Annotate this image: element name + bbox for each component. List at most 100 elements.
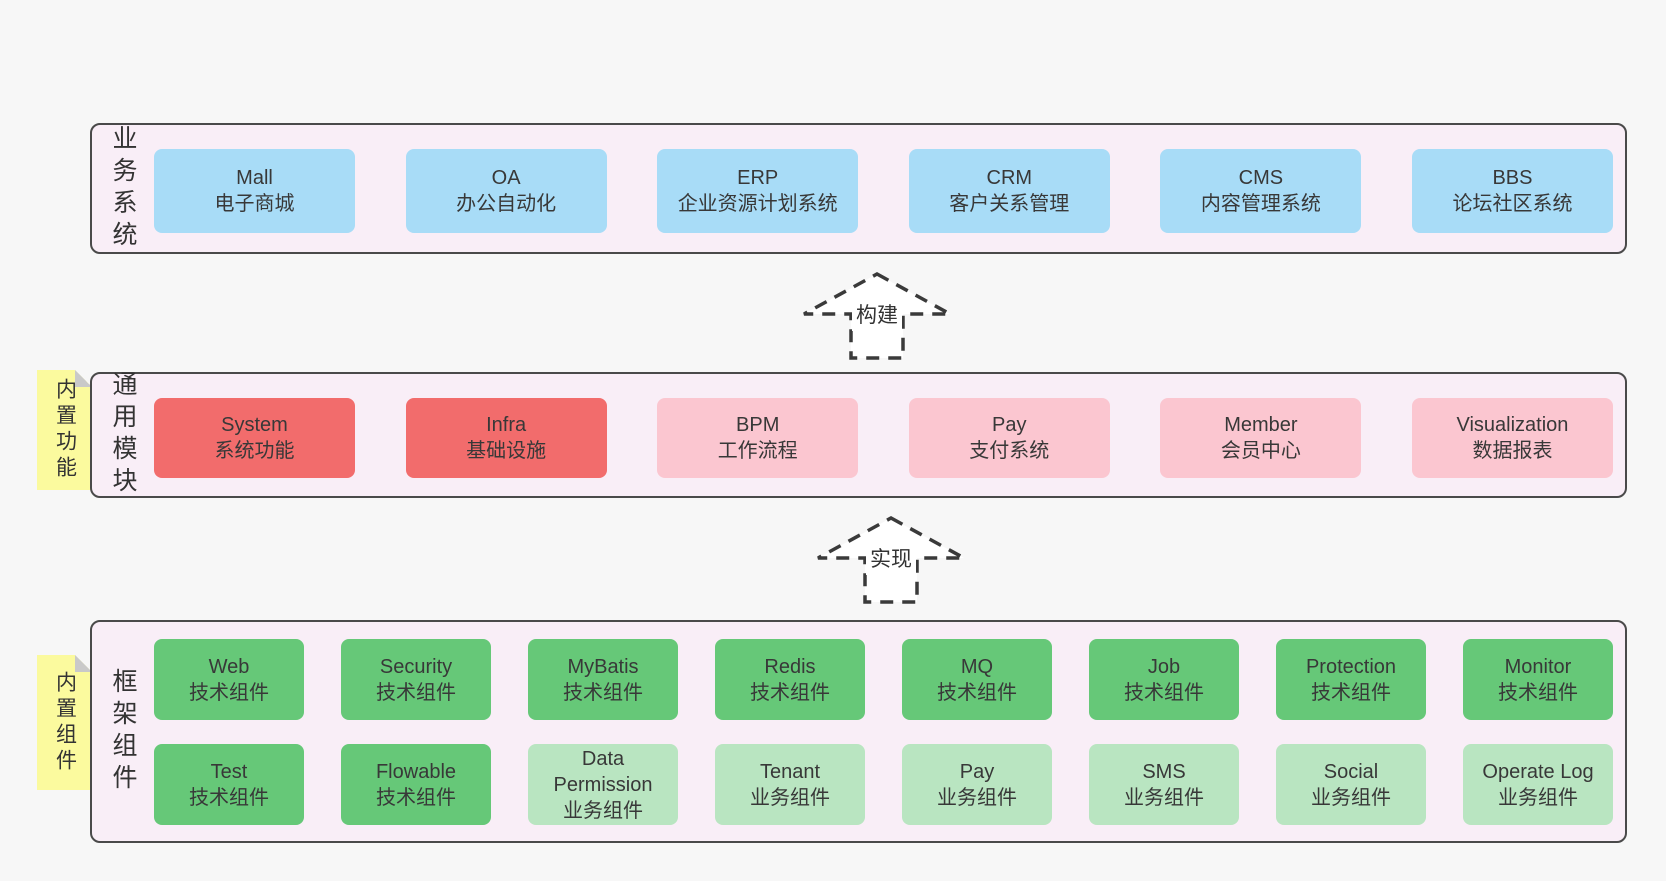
component-subtitle: 业务组件 <box>563 799 643 822</box>
component-title: Mall <box>236 167 273 189</box>
build-arrow: 构建 <box>777 270 977 362</box>
component-subtitle: 业务组件 <box>937 786 1017 809</box>
implement-arrow: 实现 <box>791 514 991 606</box>
component-title: Monitor <box>1504 655 1572 678</box>
component-title: ERP <box>737 167 779 189</box>
component-title: Flowable <box>375 760 457 783</box>
component-box: CRM 客户关系管理 <box>908 149 1110 233</box>
component-subtitle: 技术组件 <box>376 681 456 704</box>
component-box: MQ 技术组件 <box>902 639 1052 720</box>
component-subtitle: 技术组件 <box>563 681 643 704</box>
common-modules-row: System 系统功能 Infra 基础设施 BPM 工作流程 Pay 支付系统 Member 会… <box>154 398 1613 478</box>
component-subtitle: 业务组件 <box>1311 786 1391 809</box>
component-box: Member 会员中心 <box>1160 398 1362 478</box>
component-title: Protection <box>1305 655 1397 678</box>
component-subtitle: 业务组件 <box>1124 786 1204 809</box>
component-box: Protection 技术组件 <box>1276 639 1426 720</box>
component-box: Pay 业务组件 <box>902 744 1052 825</box>
component-subtitle: 工作流程 <box>717 440 798 462</box>
component-box: Job 技术组件 <box>1089 639 1239 720</box>
component-subtitle: 论坛社区系统 <box>1452 193 1573 215</box>
layer-label: 框架组件 <box>109 667 137 796</box>
component-title: MQ <box>960 655 994 678</box>
component-box: Infra 基础设施 <box>405 398 607 478</box>
component-title: Test <box>210 760 248 783</box>
component-box: Mall 电子商城 <box>154 149 355 233</box>
implement-arrow-label: 实现 <box>866 541 916 575</box>
component-subtitle: 业务组件 <box>750 786 830 809</box>
component-box: Operate Log 业务组件 <box>1463 744 1613 825</box>
component-subtitle: 技术组件 <box>189 681 269 704</box>
component-title: Member <box>1224 414 1298 436</box>
component-title: Pay <box>992 414 1027 436</box>
sticky-note-label: 内置组件 <box>53 670 77 775</box>
layer-common-modules: 通用模块 System 系统功能 Infra 基础设施 BPM 工作流程 Pay 支付系统 Me… <box>90 371 1627 499</box>
component-title: Tenant <box>759 760 821 783</box>
component-subtitle: 业务组件 <box>1498 786 1578 809</box>
component-subtitle: 技术组件 <box>1124 681 1204 704</box>
component-subtitle: 企业资源计划系统 <box>677 193 838 215</box>
component-box: Test 技术组件 <box>154 744 304 825</box>
component-box: Monitor 技术组件 <box>1463 639 1613 720</box>
component-title: BPM <box>736 414 780 436</box>
component-title: Redis <box>764 655 816 678</box>
sticky-note-label: 内置功能 <box>53 378 77 482</box>
component-title: CRM <box>986 167 1033 189</box>
component-subtitle: 系统功能 <box>214 440 295 462</box>
component-subtitle: 技术组件 <box>376 786 456 809</box>
component-subtitle: 技术组件 <box>750 681 830 704</box>
component-box: Tenant 业务组件 <box>715 744 865 825</box>
component-subtitle: 办公自动化 <box>456 193 557 215</box>
component-box: CMS 内容管理系统 <box>1160 149 1362 233</box>
component-subtitle: 会员中心 <box>1220 440 1301 462</box>
component-subtitle: 客户关系管理 <box>949 193 1070 215</box>
component-box: System 系统功能 <box>154 398 355 478</box>
component-box: Redis 技术组件 <box>715 639 865 720</box>
component-subtitle: 内容管理系统 <box>1200 193 1321 215</box>
component-title: CMS <box>1238 167 1284 189</box>
sticky-note-built-in-components: 内置组件 <box>37 655 92 790</box>
component-box: BBS 论坛社区系统 <box>1411 149 1613 233</box>
component-title: Infra <box>486 414 527 436</box>
sticky-note-built-in-functions: 内置功能 <box>37 370 92 490</box>
component-box: BPM 工作流程 <box>657 398 859 478</box>
component-box: ERP 企业资源计划系统 <box>657 149 859 233</box>
component-title: Pay <box>959 760 995 783</box>
layer-label: 通用模块 <box>109 371 137 499</box>
component-subtitle: 技术组件 <box>937 681 1017 704</box>
component-box: SMS 业务组件 <box>1089 744 1239 825</box>
component-title: Social <box>1323 760 1379 783</box>
component-box: Flowable 技术组件 <box>341 744 491 825</box>
component-box: OA 办公自动化 <box>405 149 607 233</box>
component-title: OA <box>491 167 521 189</box>
component-title: Web <box>208 655 250 678</box>
component-box: Pay 支付系统 <box>908 398 1110 478</box>
component-box: Web 技术组件 <box>154 639 304 720</box>
component-title: Security <box>379 655 453 678</box>
component-title: Data Permission <box>553 747 653 796</box>
component-subtitle: 支付系统 <box>969 440 1050 462</box>
component-box: Data Permission 业务组件 <box>528 744 678 825</box>
component-title: Job <box>1147 655 1181 678</box>
component-subtitle: 技术组件 <box>1498 681 1578 704</box>
build-arrow-label: 构建 <box>852 297 902 331</box>
component-title: MyBatis <box>567 655 639 678</box>
component-subtitle: 技术组件 <box>1311 681 1391 704</box>
component-subtitle: 基础设施 <box>466 440 547 462</box>
component-box: MyBatis 技术组件 <box>528 639 678 720</box>
component-title: System <box>221 414 288 436</box>
component-title: Operate Log <box>1482 760 1594 783</box>
component-box: Security 技术组件 <box>341 639 491 720</box>
component-box: Social 业务组件 <box>1276 744 1426 825</box>
component-subtitle: 技术组件 <box>189 786 269 809</box>
component-subtitle: 电子商城 <box>214 193 295 215</box>
component-title: Visualization <box>1456 414 1569 436</box>
component-title: BBS <box>1492 167 1533 189</box>
component-title: SMS <box>1142 760 1186 783</box>
